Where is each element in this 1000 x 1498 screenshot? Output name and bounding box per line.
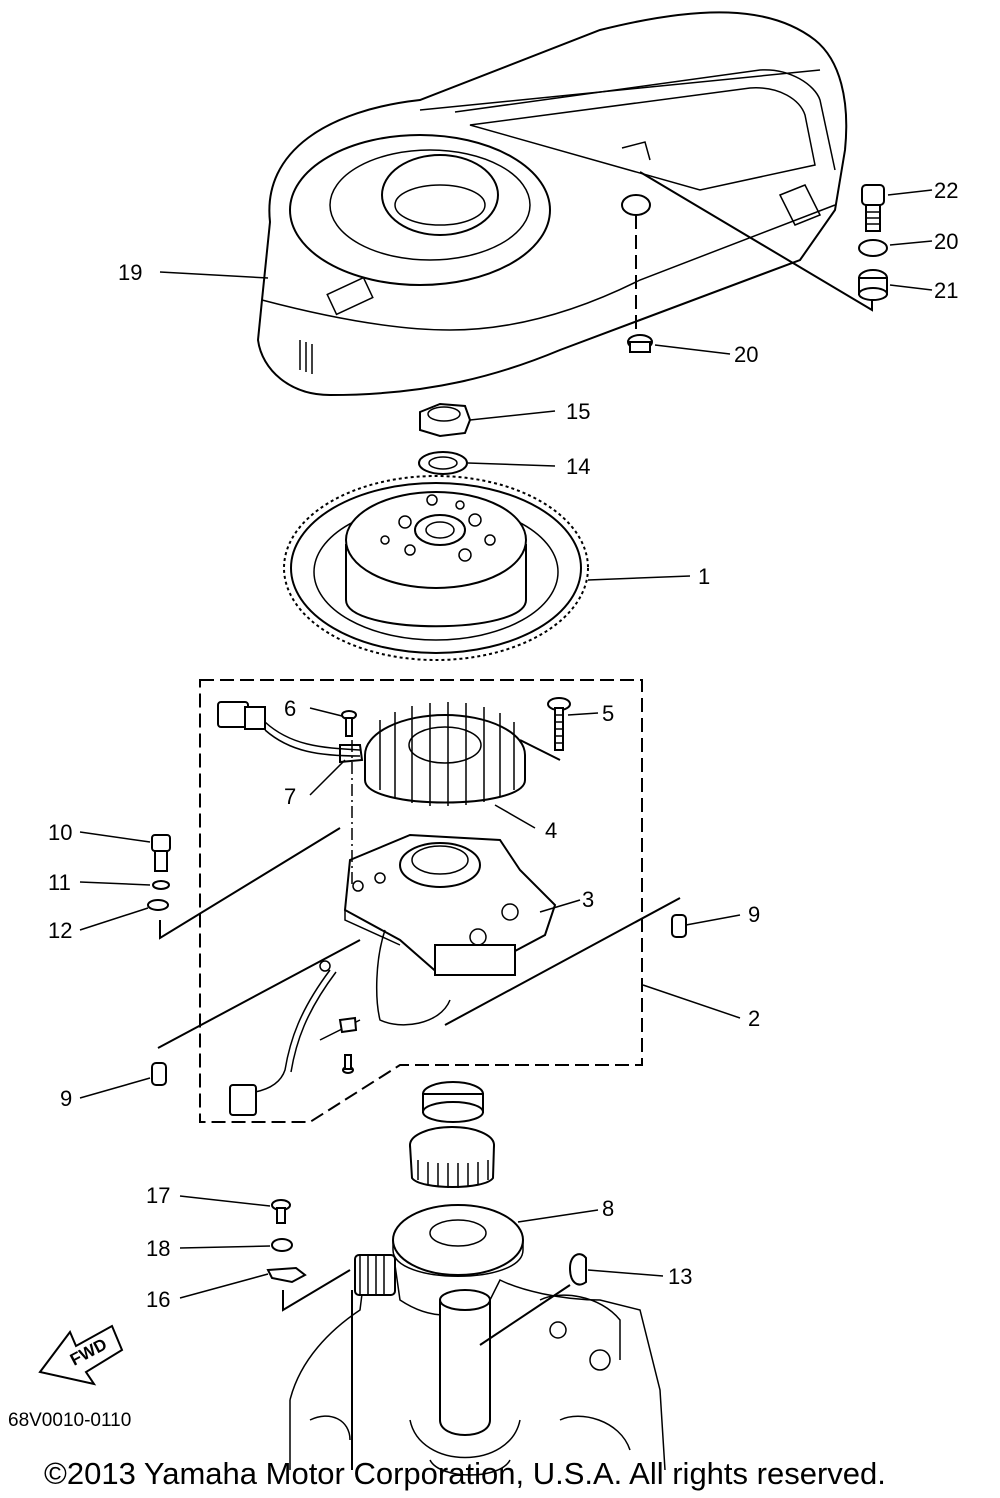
- key-13: [568, 1253, 587, 1286]
- dowel-9-right: [671, 914, 687, 938]
- callout-21: 21: [934, 278, 958, 303]
- callout-12: 12: [48, 918, 72, 943]
- callout-1: 1: [698, 564, 710, 589]
- callout-8: 8: [602, 1196, 614, 1221]
- washer-18: [271, 1238, 293, 1252]
- leader-line: [157, 939, 361, 1049]
- washer-14: [418, 451, 468, 475]
- washer-11: [152, 880, 170, 890]
- callout-20-top: 20: [934, 229, 958, 254]
- copyright-notice: ©2013 Yamaha Motor Corporation, U.S.A. A…: [44, 1456, 886, 1491]
- collar-20-top: [858, 239, 888, 257]
- callout-15: 15: [566, 399, 590, 424]
- nut-15: [419, 402, 472, 438]
- diagram-code: 68V0010-0110: [8, 1410, 131, 1431]
- clip-16: [266, 1266, 307, 1284]
- callout-11: 11: [48, 870, 71, 895]
- screw-17: [271, 1199, 291, 1224]
- fwd-arrow-icon: FWD: [38, 1324, 124, 1386]
- plate-8: [392, 1204, 524, 1277]
- bolt-10: [151, 834, 171, 872]
- leader-line: [444, 897, 681, 1026]
- bolt-22: [861, 184, 885, 232]
- screw-6: [341, 710, 357, 737]
- base-plate-3: [343, 833, 557, 976]
- callout-13: 13: [668, 1264, 692, 1289]
- leader-line: [282, 1269, 351, 1312]
- leader-line: [159, 827, 341, 940]
- callout-3: 3: [582, 887, 594, 912]
- callout-5: 5: [602, 701, 614, 726]
- leader-line: [519, 739, 561, 761]
- clamp-7: [339, 744, 364, 764]
- callout-10: 10: [48, 820, 72, 845]
- drive-sleeve: [409, 1126, 495, 1188]
- callout-9-left: 9: [60, 1086, 72, 1111]
- stator-assembly-box: [199, 679, 643, 1123]
- callout-22: 22: [934, 178, 958, 203]
- callout-2: 2: [748, 1006, 760, 1031]
- leader-line: [479, 1284, 571, 1346]
- collar-20-bottom: [627, 334, 653, 353]
- callout-19: 19: [118, 260, 142, 285]
- callout-9-right: 9: [748, 902, 760, 927]
- wire-harness: [229, 929, 451, 1116]
- callout-7: 7: [284, 784, 296, 809]
- washer-12: [147, 899, 169, 911]
- ring-nut: [422, 1081, 484, 1123]
- flywheel-cover: [256, 11, 848, 397]
- callout-18: 18: [146, 1236, 170, 1261]
- stator-coil-4: [364, 702, 526, 806]
- stator-lead-wire: [217, 701, 361, 757]
- callout-4: 4: [545, 818, 557, 843]
- callout-16: 16: [146, 1287, 170, 1312]
- callout-labels: 19 22 20 21 20 15 14 1 6 5 7 4 3 9 2 10 …: [48, 178, 958, 1312]
- callout-14: 14: [566, 454, 590, 479]
- flywheel-assembly: [283, 475, 589, 661]
- grommet-21: [858, 269, 888, 301]
- callout-6: 6: [284, 696, 296, 721]
- callout-17: 17: [146, 1183, 170, 1208]
- engine-block: [289, 1254, 666, 1476]
- bolt-5: [547, 697, 571, 751]
- callout-leaders: [79, 189, 933, 1299]
- callout-20-bottom: 20: [734, 342, 758, 367]
- dowel-9-left: [151, 1062, 167, 1086]
